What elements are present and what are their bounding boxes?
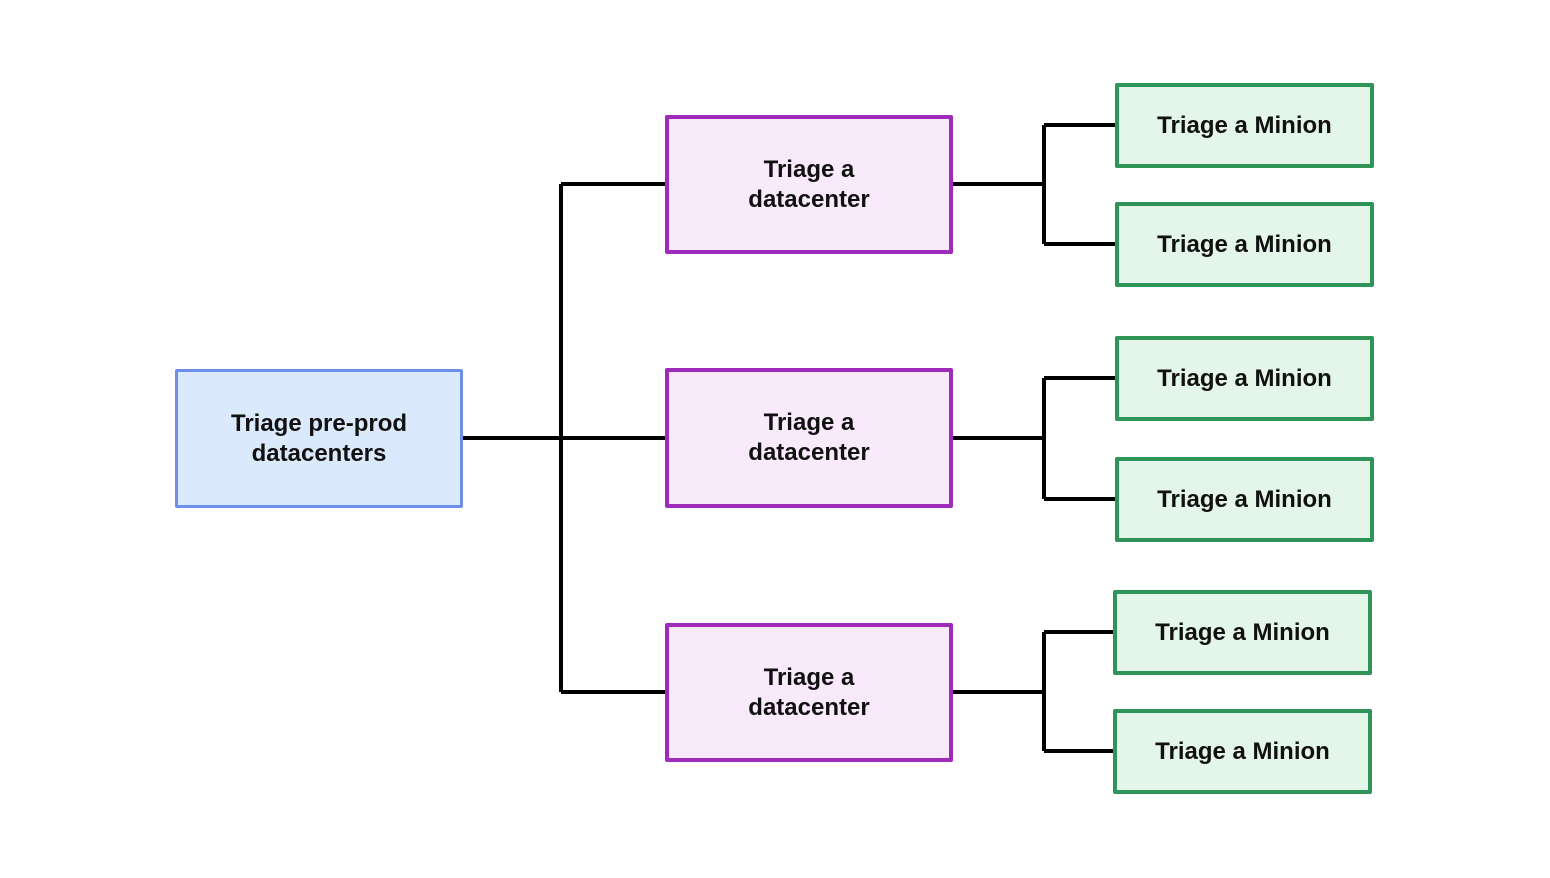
node-minion-3: Triage a Minion (1115, 336, 1374, 421)
node-minion-5: Triage a Minion (1113, 590, 1372, 675)
node-label: Triage a Minion (1155, 618, 1330, 646)
node-label: Triage a datacenter (748, 663, 870, 721)
node-minion-4: Triage a Minion (1115, 457, 1374, 542)
node-datacenter-1: Triage a datacenter (665, 115, 953, 254)
edge-datacenter3-to-minions (953, 630, 1114, 753)
node-label: Triage a Minion (1155, 737, 1330, 765)
edge-root-to-datacenters (463, 182, 665, 694)
node-label: Triage a datacenter (748, 409, 870, 466)
node-minion-6: Triage a Minion (1113, 709, 1372, 794)
node-label: Triage a Minion (1157, 485, 1332, 513)
node-triage-preprod-datacenters: Triage pre-prod datacenters (175, 369, 463, 508)
node-minion-1: Triage a Minion (1115, 83, 1374, 168)
node-label: Triage a Minion (1157, 230, 1332, 258)
node-datacenter-3: Triage a datacenter (665, 623, 953, 762)
node-label: Triage a Minion (1157, 111, 1332, 139)
node-label: Triage a datacenter (748, 155, 870, 213)
node-label: Triage pre-prod datacenters (230, 409, 408, 467)
node-label: Triage a Minion (1157, 364, 1332, 392)
edge-datacenter1-to-minions (953, 123, 1115, 246)
node-datacenter-2: Triage a datacenter (665, 368, 953, 508)
node-minion-2: Triage a Minion (1115, 202, 1374, 287)
edge-datacenter2-to-minions (953, 376, 1115, 501)
